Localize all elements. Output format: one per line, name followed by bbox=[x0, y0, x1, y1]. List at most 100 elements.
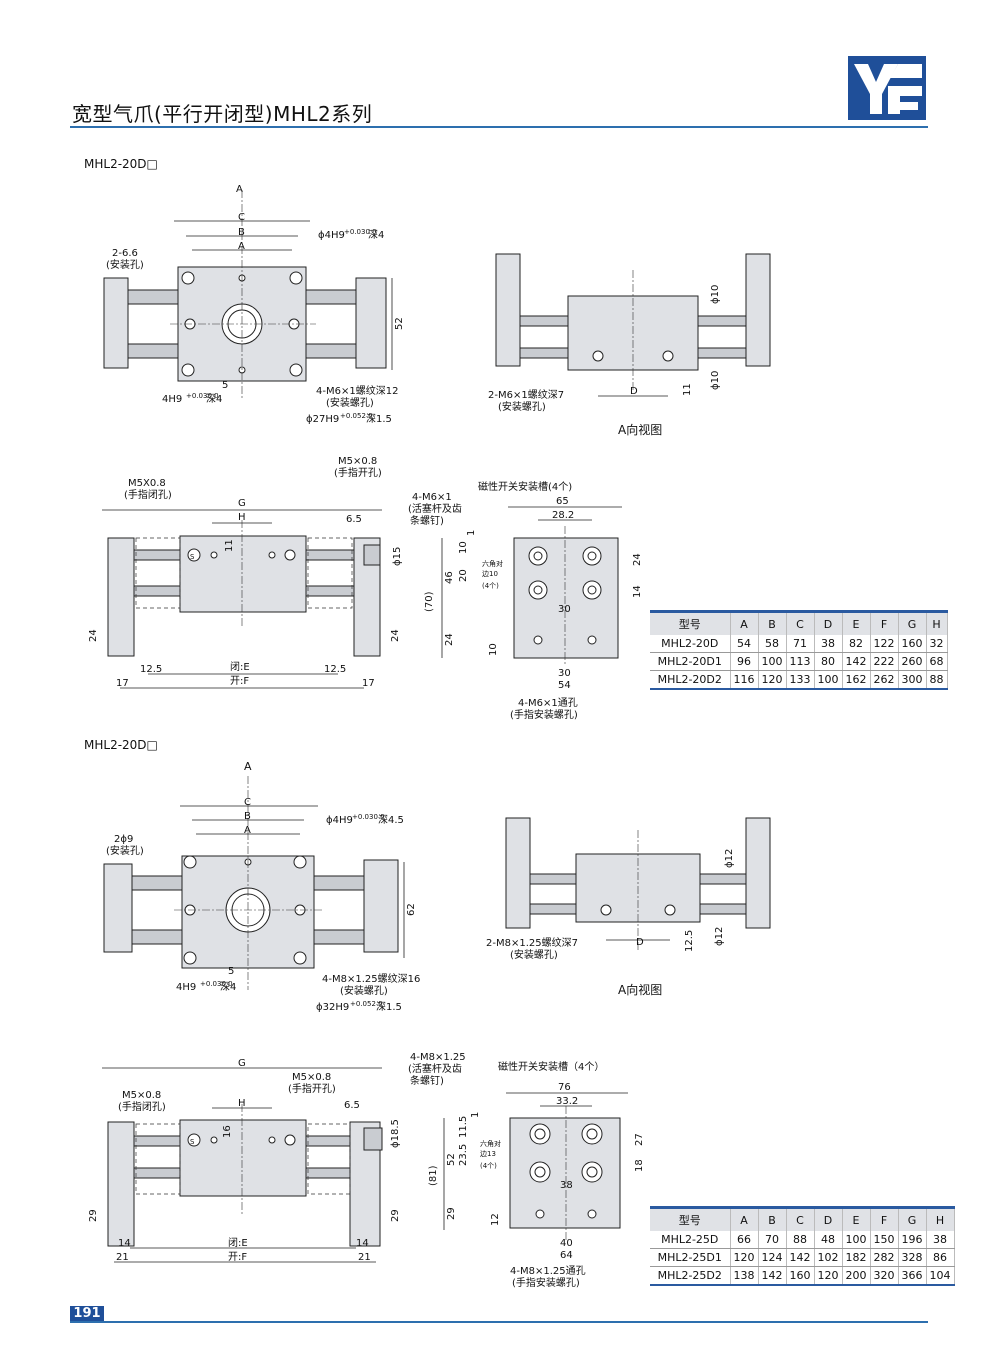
svg-text:(4个): (4个) bbox=[480, 1162, 497, 1170]
svg-text:24: 24 bbox=[444, 633, 455, 646]
svg-text:4-M6×1通孔: 4-M6×1通孔 bbox=[518, 697, 578, 709]
svg-text:16: 16 bbox=[222, 1125, 233, 1138]
svg-text:62: 62 bbox=[406, 903, 417, 916]
svg-text:+0.052 0: +0.052 0 bbox=[340, 412, 373, 420]
svg-text:+0.052 0: +0.052 0 bbox=[350, 1000, 383, 1008]
svg-text:14: 14 bbox=[632, 585, 643, 598]
svg-text:A: A bbox=[238, 241, 245, 252]
svg-text:(手指安装螺孔): (手指安装螺孔) bbox=[510, 708, 578, 721]
svg-text:5: 5 bbox=[228, 966, 234, 977]
svg-text:B: B bbox=[244, 811, 251, 822]
svg-text:ϕ15: ϕ15 bbox=[392, 547, 403, 566]
svg-text:B: B bbox=[238, 227, 245, 238]
svg-text:M5X0.8: M5X0.8 bbox=[128, 478, 166, 489]
svg-text:闭:E: 闭:E bbox=[228, 1236, 248, 1249]
svg-text:11: 11 bbox=[682, 383, 693, 396]
svg-text:(70): (70) bbox=[424, 591, 435, 612]
svg-text:(4个): (4个) bbox=[482, 582, 499, 590]
svg-text:14: 14 bbox=[118, 1238, 131, 1249]
svg-text:深4: 深4 bbox=[206, 393, 222, 405]
svg-text:29: 29 bbox=[390, 1209, 401, 1222]
svg-text:磁性开关安装槽(4个): 磁性开关安装槽(4个) bbox=[478, 480, 572, 493]
side-view: ϕ10 ϕ10 11 D 2-M6×1螺纹深7 (安装螺孔) A向视图 bbox=[488, 253, 771, 437]
svg-text:12.5: 12.5 bbox=[140, 664, 162, 675]
drawing-section-1: A C B A 2-6.6 (安装孔) ϕ4H9 +0.030 0 深4 52 … bbox=[88, 184, 771, 721]
svg-text:2-M6×1螺纹深7: 2-M6×1螺纹深7 bbox=[488, 388, 564, 401]
svg-text:21: 21 bbox=[358, 1252, 371, 1263]
svg-text:+0.030 0: +0.030 0 bbox=[200, 980, 233, 988]
svg-text:24: 24 bbox=[632, 553, 643, 566]
svg-text:40: 40 bbox=[560, 1238, 573, 1249]
svg-text:开:F: 开:F bbox=[228, 1252, 247, 1263]
svg-text:A向视图: A向视图 bbox=[618, 422, 662, 437]
svg-text:(安装螺孔): (安装螺孔) bbox=[340, 984, 388, 997]
svg-text:+0.030 0: +0.030 0 bbox=[186, 392, 219, 400]
svg-text:52: 52 bbox=[394, 317, 405, 330]
svg-text:深4: 深4 bbox=[368, 229, 384, 241]
header-rule bbox=[70, 126, 928, 128]
svg-text:29: 29 bbox=[88, 1209, 99, 1222]
svg-text:5: 5 bbox=[222, 380, 228, 391]
svg-text:S: S bbox=[190, 553, 195, 561]
svg-text:深4.5: 深4.5 bbox=[378, 814, 404, 826]
svg-text:11: 11 bbox=[224, 539, 235, 552]
svg-text:+0.030 0: +0.030 0 bbox=[352, 813, 385, 821]
svg-text:ϕ18.5: ϕ18.5 bbox=[390, 1119, 401, 1148]
svg-text:S: S bbox=[190, 1138, 195, 1146]
svg-text:磁性开关安装槽（4个）: 磁性开关安装槽（4个） bbox=[498, 1060, 604, 1073]
svg-text:64: 64 bbox=[560, 1250, 573, 1261]
svg-text:+0.030 0: +0.030 0 bbox=[344, 228, 377, 236]
svg-text:6.5: 6.5 bbox=[344, 1100, 360, 1111]
svg-text:H: H bbox=[238, 1098, 246, 1109]
svg-text:深4: 深4 bbox=[220, 981, 236, 993]
svg-text:C: C bbox=[244, 797, 251, 808]
svg-text:ϕ27H9: ϕ27H9 bbox=[306, 414, 339, 425]
svg-text:(安装螺孔): (安装螺孔) bbox=[326, 396, 374, 409]
svg-text:(81): (81) bbox=[428, 1165, 439, 1186]
svg-text:2-6.6: 2-6.6 bbox=[112, 248, 138, 259]
svg-text:(手指闭孔): (手指闭孔) bbox=[124, 488, 172, 501]
svg-text:边13: 边13 bbox=[480, 1149, 496, 1158]
svg-text:14: 14 bbox=[356, 1238, 369, 1249]
svg-text:A: A bbox=[244, 760, 252, 773]
svg-text:30: 30 bbox=[558, 668, 571, 679]
section-label: MHL2-20D□ bbox=[84, 157, 158, 171]
svg-text:52: 52 bbox=[446, 1153, 457, 1166]
end-view: 磁性开关安装槽（4个） 76 33.2 1 11.5 23.5 52 (81) … bbox=[428, 1060, 645, 1289]
svg-text:30: 30 bbox=[558, 604, 571, 615]
svg-text:18: 18 bbox=[634, 1159, 645, 1172]
svg-text:(手指开孔): (手指开孔) bbox=[288, 1082, 336, 1095]
svg-text:12: 12 bbox=[490, 1213, 501, 1226]
svg-text:54: 54 bbox=[558, 680, 571, 691]
front-view: S M5X0.8 (手指闭孔) M5×0.8 (手指开孔) 4-M6×1 (活塞… bbox=[88, 456, 462, 689]
section-label: MHL2-20D□ bbox=[84, 738, 158, 752]
svg-text:G: G bbox=[238, 498, 246, 509]
svg-text:65: 65 bbox=[556, 496, 569, 507]
svg-text:(手指安装螺孔): (手指安装螺孔) bbox=[512, 1276, 580, 1289]
svg-text:(安装螺孔): (安装螺孔) bbox=[498, 400, 546, 413]
svg-text:24: 24 bbox=[88, 629, 99, 642]
svg-text:六角对: 六角对 bbox=[480, 1139, 501, 1148]
svg-text:H: H bbox=[238, 512, 246, 523]
svg-text:深1.5: 深1.5 bbox=[366, 413, 392, 425]
svg-text:17: 17 bbox=[116, 678, 129, 689]
svg-text:(手指开孔): (手指开孔) bbox=[334, 466, 382, 479]
svg-text:条螺钉): 条螺钉) bbox=[410, 1074, 444, 1087]
svg-text:4-M6×1螺纹深12: 4-M6×1螺纹深12 bbox=[316, 384, 398, 397]
end-view: 磁性开关安装槽(4个) 65 28.2 1 10 20 46 (70) 24 1… bbox=[424, 480, 643, 721]
svg-text:M5×0.8: M5×0.8 bbox=[122, 1090, 161, 1101]
svg-text:ϕ12: ϕ12 bbox=[714, 927, 725, 946]
svg-text:27: 27 bbox=[634, 1133, 645, 1146]
front-view: S M5×0.8 (手指闭孔) M5×0.8 (手指开孔) 4-M8×1.25 … bbox=[88, 1052, 466, 1263]
svg-text:46: 46 bbox=[444, 571, 455, 584]
svg-text:4H9: 4H9 bbox=[176, 982, 196, 993]
svg-text:10: 10 bbox=[488, 643, 499, 656]
svg-text:33.2: 33.2 bbox=[556, 1096, 578, 1107]
